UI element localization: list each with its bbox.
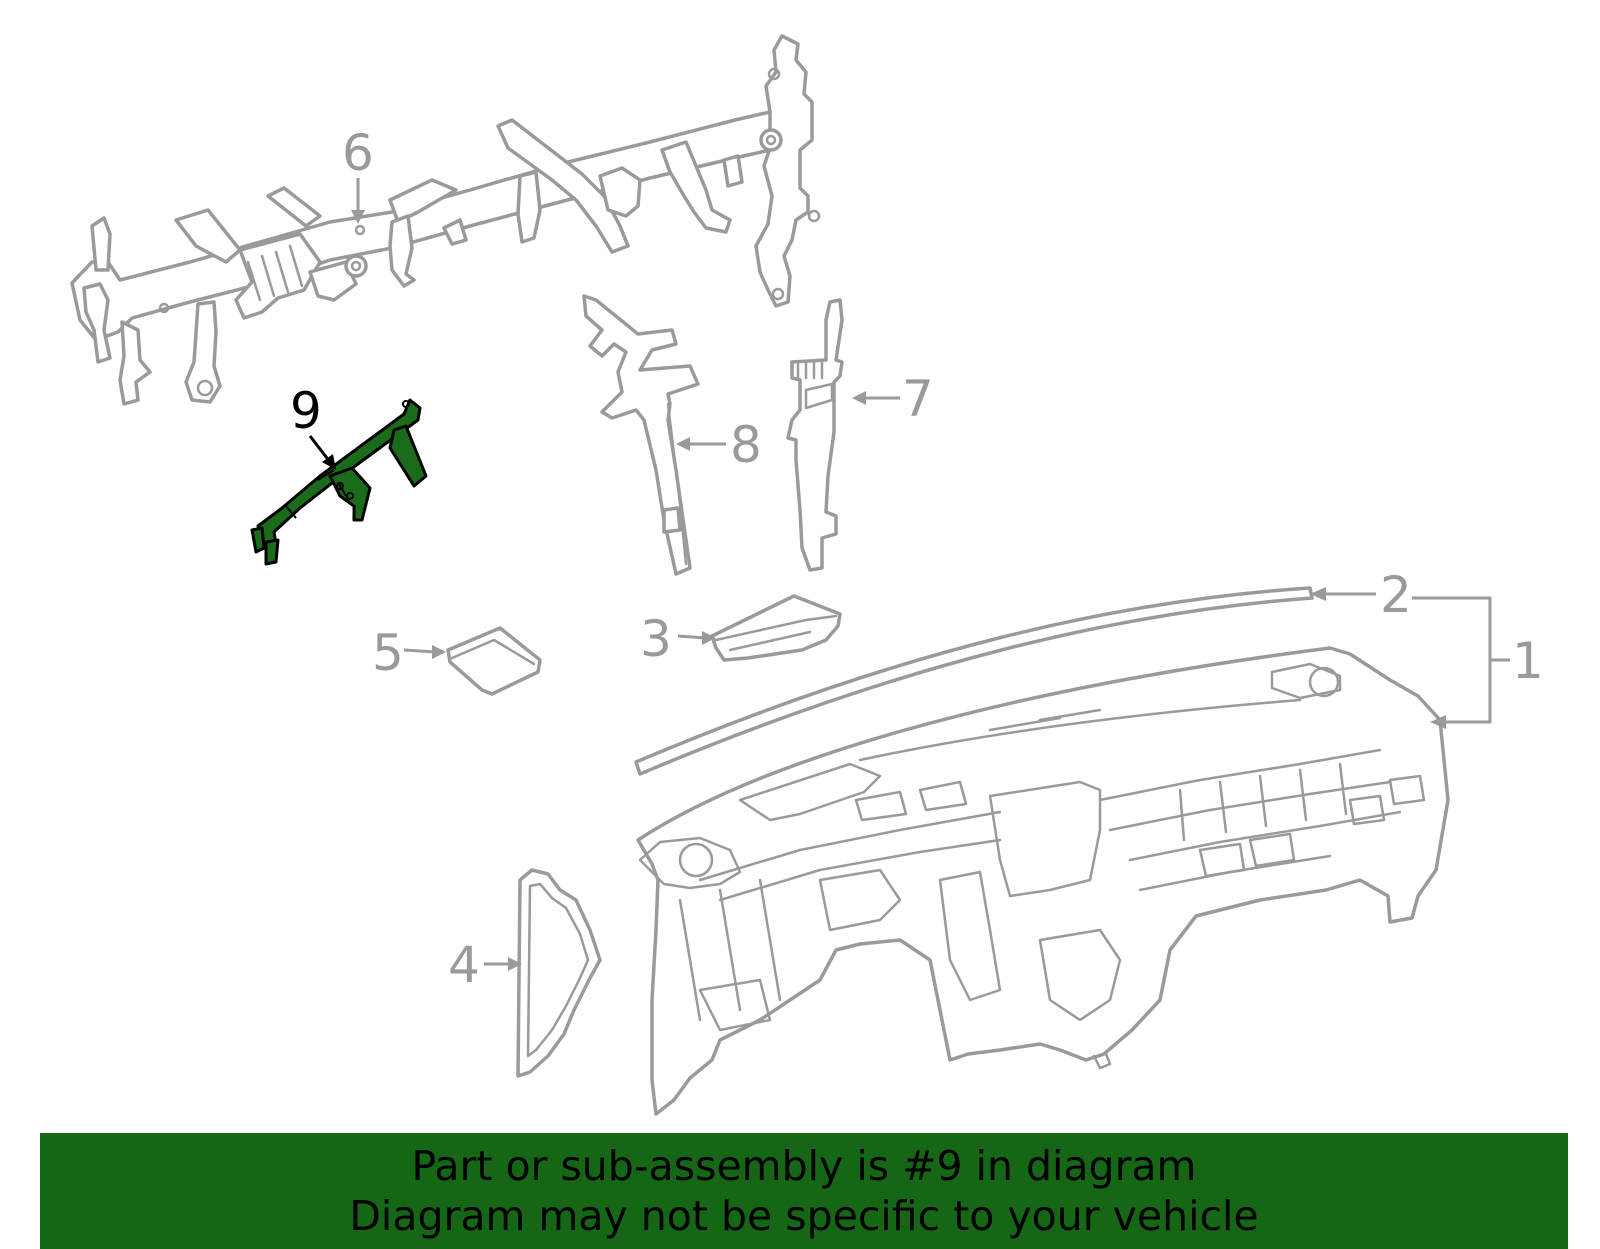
part-7-side-brace — [786, 298, 844, 572]
part-3-storage-tray — [710, 594, 842, 662]
svg-text:2: 2 — [1380, 566, 1412, 624]
svg-text:4: 4 — [448, 936, 480, 994]
svg-text:3: 3 — [640, 610, 672, 668]
part-1-instrument-panel — [636, 646, 1450, 1116]
callout-5: 5 — [372, 624, 446, 682]
callout-2: 2 — [1310, 566, 1412, 624]
info-banner: Part or sub-assembly is #9 in diagram Di… — [40, 1133, 1568, 1249]
callout-4: 4 — [448, 936, 522, 994]
svg-text:9: 9 — [290, 382, 322, 440]
svg-text:5: 5 — [372, 624, 404, 682]
part-5-small-cover — [446, 626, 542, 696]
callout-9: 9 — [290, 382, 336, 470]
callout-6: 6 — [342, 124, 374, 224]
callout-8: 8 — [676, 416, 762, 474]
callout-1: 1 — [1412, 596, 1544, 729]
svg-text:6: 6 — [342, 124, 374, 182]
part-2-trim-strip — [634, 586, 1314, 776]
svg-text:8: 8 — [730, 416, 762, 474]
part-8-center-brace — [582, 294, 700, 576]
svg-text:7: 7 — [902, 370, 934, 428]
part-4-end-panel — [516, 868, 602, 1078]
banner-line-disclaimer: Diagram may not be specific to your vehi… — [349, 1192, 1259, 1240]
part-6-cross-car-beam — [70, 34, 821, 406]
part-9-highlighted-brace — [250, 398, 428, 566]
callout-3: 3 — [640, 610, 716, 668]
callout-7: 7 — [852, 370, 934, 428]
banner-line-part: Part or sub-assembly is #9 in diagram — [411, 1142, 1197, 1190]
svg-text:1: 1 — [1512, 632, 1544, 690]
